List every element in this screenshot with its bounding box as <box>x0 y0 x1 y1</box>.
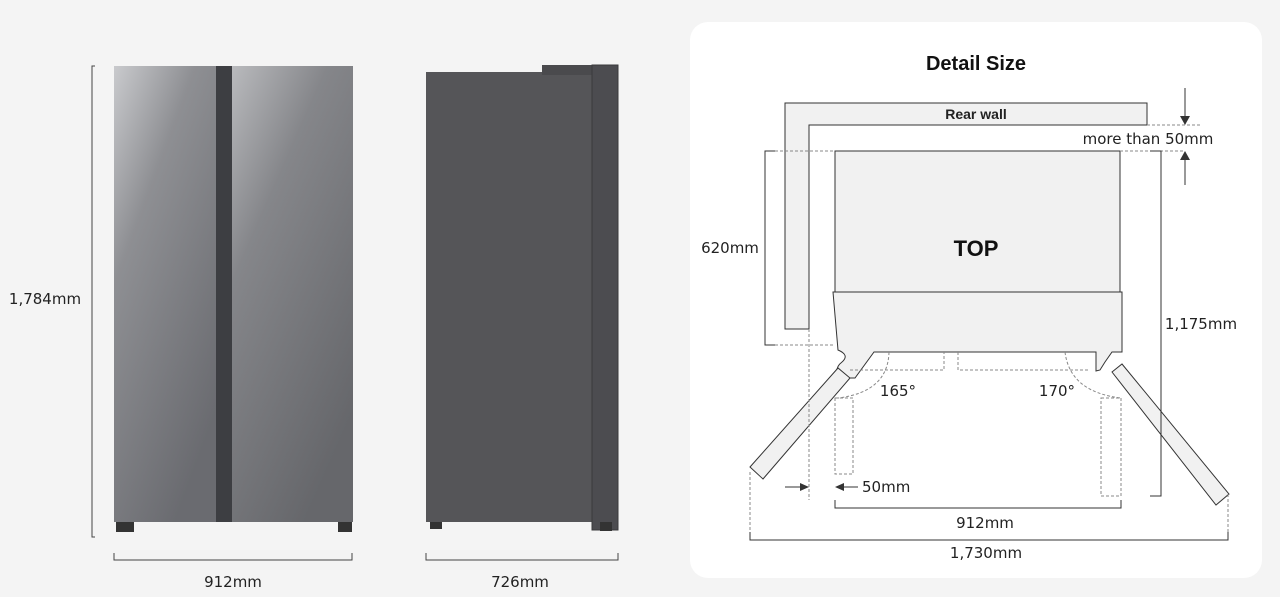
open-depth-bracket <box>1150 150 1162 497</box>
arrow-right-icon <box>800 483 809 491</box>
depth-bracket <box>425 553 619 561</box>
detail-drawing <box>749 102 1230 506</box>
foot <box>600 522 612 531</box>
dashed-guides <box>749 124 1229 540</box>
side-clearance-label: 50mm <box>862 478 910 496</box>
left-foot <box>116 522 134 532</box>
open-width-label: 1,730mm <box>950 544 1022 562</box>
left-angle-label: 165° <box>880 382 916 400</box>
fridge-front-view <box>91 65 353 561</box>
fridge-top <box>834 150 1121 293</box>
door-side <box>591 64 619 531</box>
clearance-back-label: more than 50mm <box>1083 130 1214 148</box>
body-width-bracket <box>834 500 1122 509</box>
right-foot <box>338 522 352 532</box>
side-depth-bracket <box>764 150 775 346</box>
width-label: 912mm <box>204 573 262 591</box>
right-door <box>232 66 353 522</box>
detail-title: Detail Size <box>926 53 1026 75</box>
foot <box>430 522 442 529</box>
rear-wall-label: Rear wall <box>945 106 1006 122</box>
depth-label: 726mm <box>491 573 549 591</box>
arrow-down-icon <box>1180 116 1190 125</box>
top-hinge-cover <box>542 65 592 75</box>
fridge-body-side <box>426 72 592 522</box>
right-open-door <box>1111 363 1230 506</box>
door-gap <box>216 66 232 522</box>
fridge-side-view <box>425 64 619 561</box>
open-width-bracket <box>749 532 1229 541</box>
right-angle-label: 170° <box>1039 382 1075 400</box>
left-door <box>114 66 216 522</box>
arrow-up-icon <box>1180 151 1190 160</box>
arrow-left-icon <box>835 483 844 491</box>
side-depth-label: 620mm <box>701 239 759 257</box>
height-bracket <box>91 65 95 538</box>
open-depth-label: 1,175mm <box>1165 315 1237 333</box>
height-label: 1,784mm <box>9 290 81 308</box>
width-bracket <box>113 553 353 561</box>
rear-wall <box>784 102 1148 330</box>
arrow-icons <box>800 116 1190 491</box>
body-width-label: 912mm <box>956 514 1014 532</box>
top-label: TOP <box>954 236 999 261</box>
